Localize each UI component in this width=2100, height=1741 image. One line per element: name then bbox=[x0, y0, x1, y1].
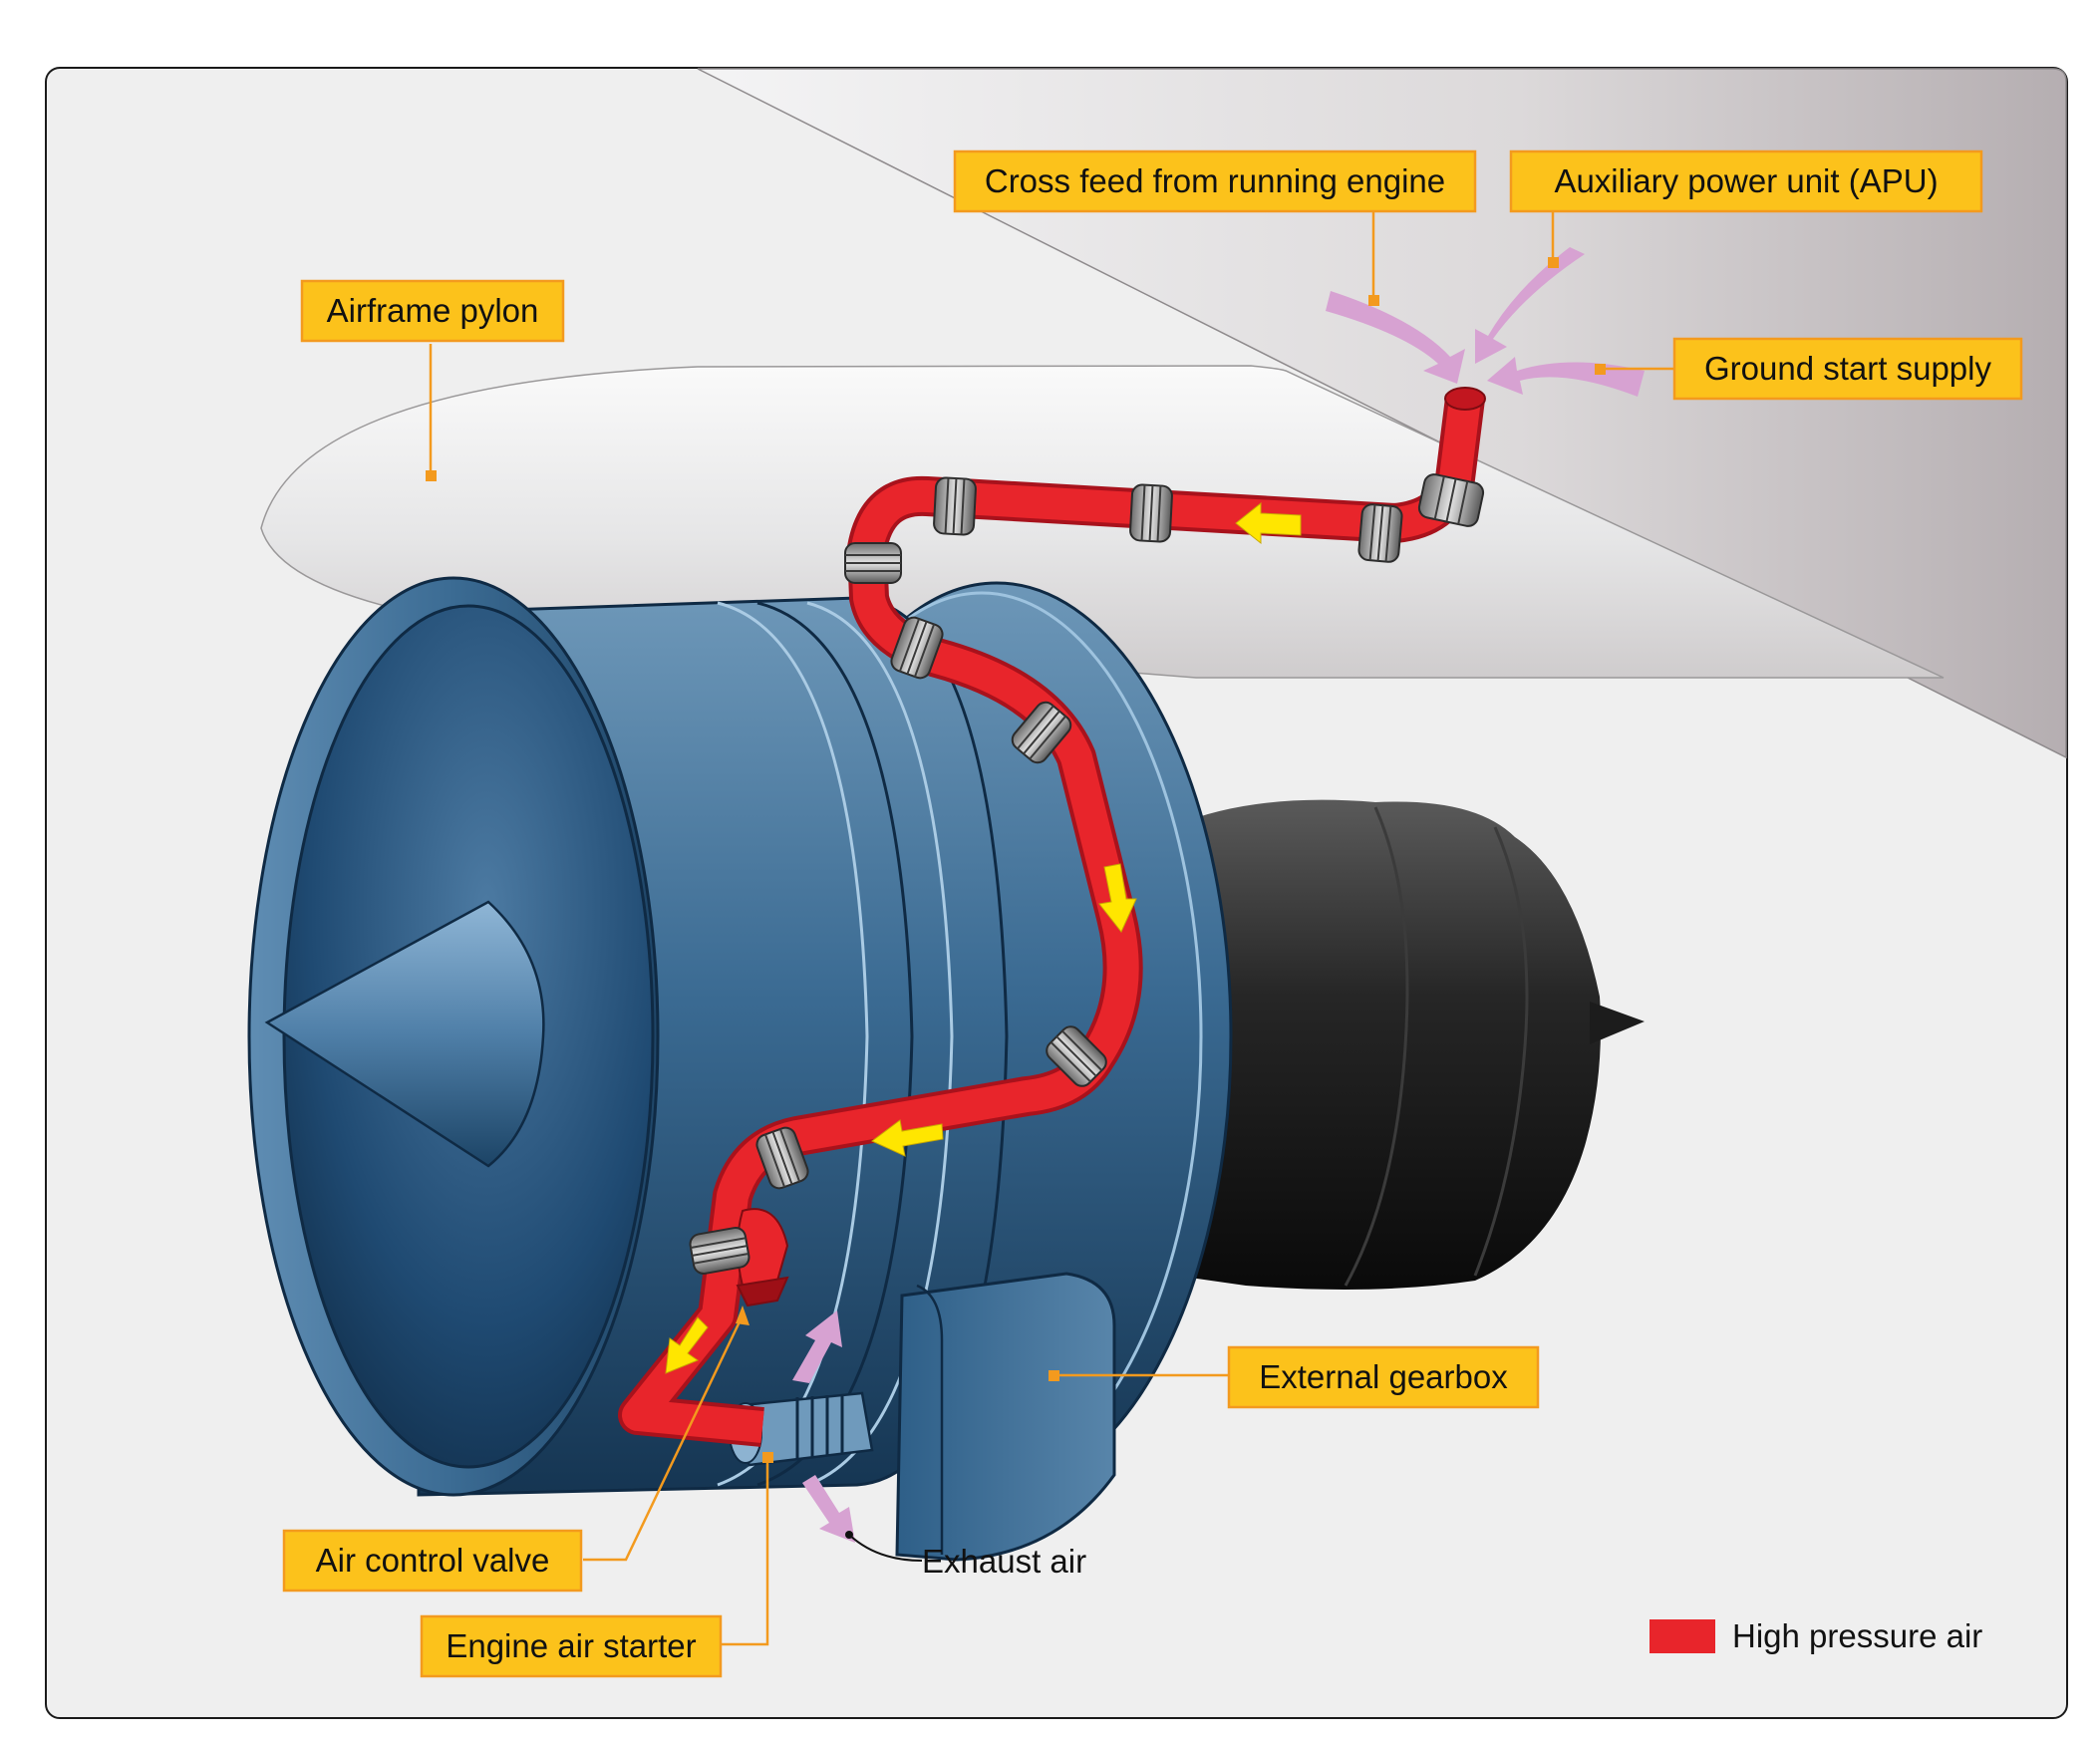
label-cross-feed: Cross feed from running engine bbox=[953, 149, 1477, 213]
flow-arrow-3 bbox=[871, 1119, 944, 1157]
label-engine-air-starter: Engine air starter bbox=[420, 1614, 723, 1678]
svg-text:Airframe pylon: Airframe pylon bbox=[327, 292, 539, 329]
supply-arrow-apu bbox=[1475, 247, 1585, 364]
supply-arrow-cross-feed bbox=[1326, 291, 1465, 384]
svg-text:Cross feed from running engine: Cross feed from running engine bbox=[985, 162, 1445, 199]
duct-inlet-end bbox=[1444, 387, 1486, 411]
legend: High pressure air bbox=[1650, 1617, 1982, 1654]
coupling-2 bbox=[1357, 503, 1403, 563]
label-air-control-valve: Air control valve bbox=[282, 1529, 583, 1593]
svg-text:Ground start supply: Ground start supply bbox=[1704, 350, 1991, 387]
svg-text:External gearbox: External gearbox bbox=[1259, 1358, 1508, 1395]
svg-text:Engine air starter: Engine air starter bbox=[446, 1627, 696, 1664]
spinner-cone bbox=[264, 900, 545, 1168]
exhaust-air-leader bbox=[848, 1534, 923, 1562]
flow-arrow-1 bbox=[1235, 501, 1302, 545]
coupling-4 bbox=[933, 476, 977, 536]
coupling-8 bbox=[1046, 1025, 1107, 1087]
coupling-9 bbox=[755, 1126, 809, 1190]
label-ground-start: Ground start supply bbox=[1672, 337, 2023, 401]
svg-text:Air control valve: Air control valve bbox=[316, 1542, 550, 1579]
leader-lines bbox=[429, 211, 1674, 1646]
leader-dots bbox=[426, 257, 1606, 1463]
label-external-gearbox: External gearbox bbox=[1227, 1345, 1540, 1409]
coupling-3 bbox=[1129, 483, 1173, 543]
coupling-7 bbox=[1011, 701, 1072, 764]
label-exhaust-air: Exhaust air bbox=[922, 1543, 1086, 1580]
label-apu: Auxiliary power unit (APU) bbox=[1509, 149, 1983, 213]
coupling-5 bbox=[844, 542, 902, 584]
coupling-6 bbox=[890, 616, 944, 680]
flow-arrow-4 bbox=[665, 1316, 709, 1374]
engine-exhaust bbox=[1176, 799, 1645, 1290]
flow-arrow-2 bbox=[1098, 863, 1137, 933]
supply-arrow-exhaust bbox=[802, 1475, 855, 1543]
coupling-10 bbox=[689, 1227, 750, 1275]
coupling-1 bbox=[1417, 473, 1485, 527]
supply-arrow-starter-inlet bbox=[792, 1310, 842, 1383]
svg-text:Auxiliary power unit (APU): Auxiliary power unit (APU) bbox=[1554, 162, 1938, 199]
legend-label: High pressure air bbox=[1732, 1617, 1982, 1654]
legend-swatch bbox=[1650, 1619, 1715, 1653]
external-gearbox bbox=[895, 1272, 1116, 1562]
label-airframe-pylon: Airframe pylon bbox=[300, 279, 565, 343]
air-control-valve bbox=[736, 1208, 789, 1307]
